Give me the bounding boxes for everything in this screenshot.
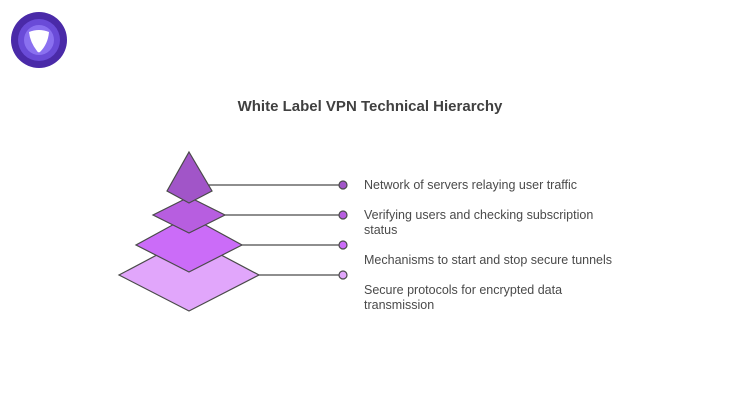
layer-3-diamond: [134, 215, 244, 273]
layer-1-label: Network of servers relaying user traffic: [364, 178, 578, 192]
layer-2-dot: [338, 210, 348, 220]
layer-1-pyramid-top: [166, 150, 213, 204]
layer-4-diamond: [117, 237, 261, 312]
layer-2-label: Verifying users and checking subscriptio…: [364, 208, 594, 237]
layer-2-diamond: [151, 196, 227, 234]
diagram-title: White Label VPN Technical Hierarchy: [237, 98, 503, 115]
layer-3-dot: [338, 240, 348, 250]
layer-1-dot: [338, 180, 348, 190]
layer-3-label: Mechanisms to start and stop secure tunn…: [364, 253, 613, 267]
layer-4-dot: [338, 270, 348, 280]
layer-4-label: Secure protocols for encrypted data tran…: [364, 283, 563, 312]
vpn-logo-icon: [11, 12, 67, 68]
